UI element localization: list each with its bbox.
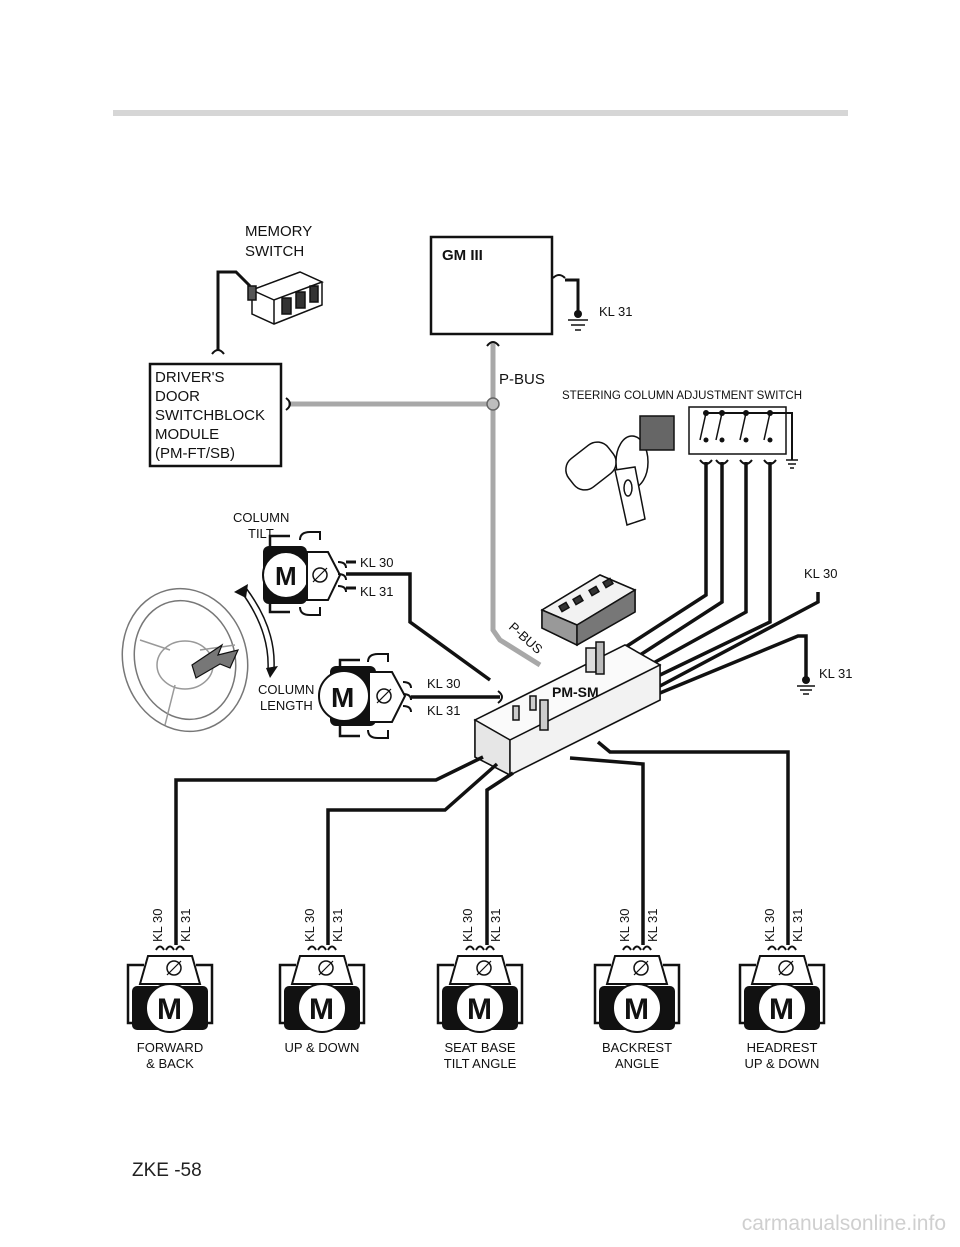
- seat-motor-name: ANGLE: [615, 1056, 659, 1071]
- drivers-label-2: DOOR: [155, 388, 200, 405]
- seat-motor-kl30: KL 30: [762, 909, 777, 943]
- seat-motor-1: M KL 30 KL 31 FORWARD& BACK: [126, 909, 214, 1071]
- seat-motor-name: HEADREST: [747, 1040, 818, 1055]
- seat-motor-name: FORWARD: [137, 1040, 203, 1055]
- header-rule: [113, 110, 848, 116]
- steering-wheel-icon: [121, 587, 249, 733]
- seat-motor-name: UP & DOWN: [285, 1040, 360, 1055]
- seat-motors-group: M KL 30 KL 31 FORWARD& BACK M KL 30 KL 31 UP & …: [126, 909, 826, 1071]
- drivers-label-1: DRIVER'S: [155, 369, 225, 386]
- seat-motor-name: TILT ANGLE: [444, 1056, 517, 1071]
- seat-motor-kl30: KL 30: [617, 909, 632, 943]
- pm-sm-label: PM-SM: [552, 684, 599, 700]
- column-tilt-kl31: KL 31: [360, 584, 394, 599]
- drivers-module-label: DRIVER'S DOOR SWITCHBLOCK MODULE (PM-FT/…: [155, 369, 265, 462]
- gm-ground-label: KL 31: [599, 304, 633, 319]
- column-length-kl31: KL 31: [427, 703, 461, 718]
- gm-iii-module: [429, 235, 554, 336]
- drivers-label-3: SWITCHBLOCK: [155, 407, 265, 424]
- seat-motor-kl30: KL 30: [460, 909, 475, 943]
- p-bus-label-diag: P-BUS: [506, 619, 546, 657]
- seat-motor-kl31: KL 31: [178, 909, 193, 943]
- steering-switch-wires: [623, 462, 772, 677]
- seat-motor-name: SEAT BASE: [444, 1040, 515, 1055]
- seat-motor-kl31: KL 31: [330, 909, 345, 943]
- column-tilt-label-1: COLUMN: [233, 510, 289, 525]
- pm-sm-module: [473, 641, 662, 777]
- seat-motor-kl31: KL 31: [790, 909, 805, 943]
- pmsm-kl31-label: KL 31: [819, 666, 853, 681]
- column-length-label-2: LENGTH: [260, 698, 313, 713]
- column-tilt-motor-letter: M: [275, 561, 297, 591]
- steering-switch-contacts: [688, 406, 798, 469]
- seat-motor-letter: M: [309, 993, 334, 1026]
- p-bus-label-top: P-BUS: [499, 371, 545, 388]
- p-bus-line: [285, 341, 542, 668]
- column-length-motor-letter: M: [331, 682, 354, 713]
- column-tilt-motor: M: [262, 531, 347, 616]
- pmsm-kl30-label: KL 30: [804, 566, 838, 581]
- seat-motor-letter: M: [467, 993, 492, 1026]
- page-footer: ZKE -58: [132, 1160, 202, 1181]
- seat-motor-kl31: KL 31: [488, 909, 503, 943]
- seat-motor-name: & BACK: [146, 1056, 194, 1071]
- column-length-label-1: COLUMN: [258, 682, 314, 697]
- steering-switch-label: STEERING COLUMN ADJUSTMENT SWITCH: [562, 390, 802, 402]
- gm-iii-label: GM III: [442, 247, 483, 264]
- memory-switch-label-line2: SWITCH: [245, 243, 304, 260]
- column-tilt-label-2: TILT: [248, 526, 274, 541]
- memory-switch-icon: [247, 271, 324, 325]
- steering-switch-key-icon: [565, 415, 675, 526]
- drivers-label-4: MODULE: [155, 426, 219, 443]
- seat-motor-letter: M: [157, 993, 182, 1026]
- seat-motor-name: UP & DOWN: [745, 1056, 820, 1071]
- seat-motor-wires: [174, 740, 790, 945]
- seat-motor-letter: M: [769, 993, 794, 1026]
- seat-memory-buttons-icon: [540, 574, 637, 647]
- adjust-arrow-icon: [191, 643, 240, 679]
- column-tilt-kl30: KL 30: [360, 555, 394, 570]
- drivers-door-module: [148, 362, 283, 468]
- column-length-kl30: KL 30: [427, 676, 461, 691]
- seat-motor-name: BACKREST: [602, 1040, 672, 1055]
- memory-switch-label: MEMORY SWITCH: [245, 223, 312, 260]
- seat-motor-letter: M: [624, 993, 649, 1026]
- seat-motor-kl30: KL 30: [150, 909, 165, 943]
- seat-motor-kl30: KL 30: [302, 909, 317, 943]
- column-length-motor: M: [318, 653, 412, 739]
- seat-motor-kl31: KL 31: [645, 909, 660, 943]
- memory-switch-label-line1: MEMORY: [245, 223, 312, 240]
- drivers-label-5: (PM-FT/SB): [155, 445, 235, 462]
- watermark: carmanualsonline.info: [741, 1212, 946, 1235]
- seat-motor-2: M KL 30 KL 31 UP & DOWN: [278, 909, 366, 1055]
